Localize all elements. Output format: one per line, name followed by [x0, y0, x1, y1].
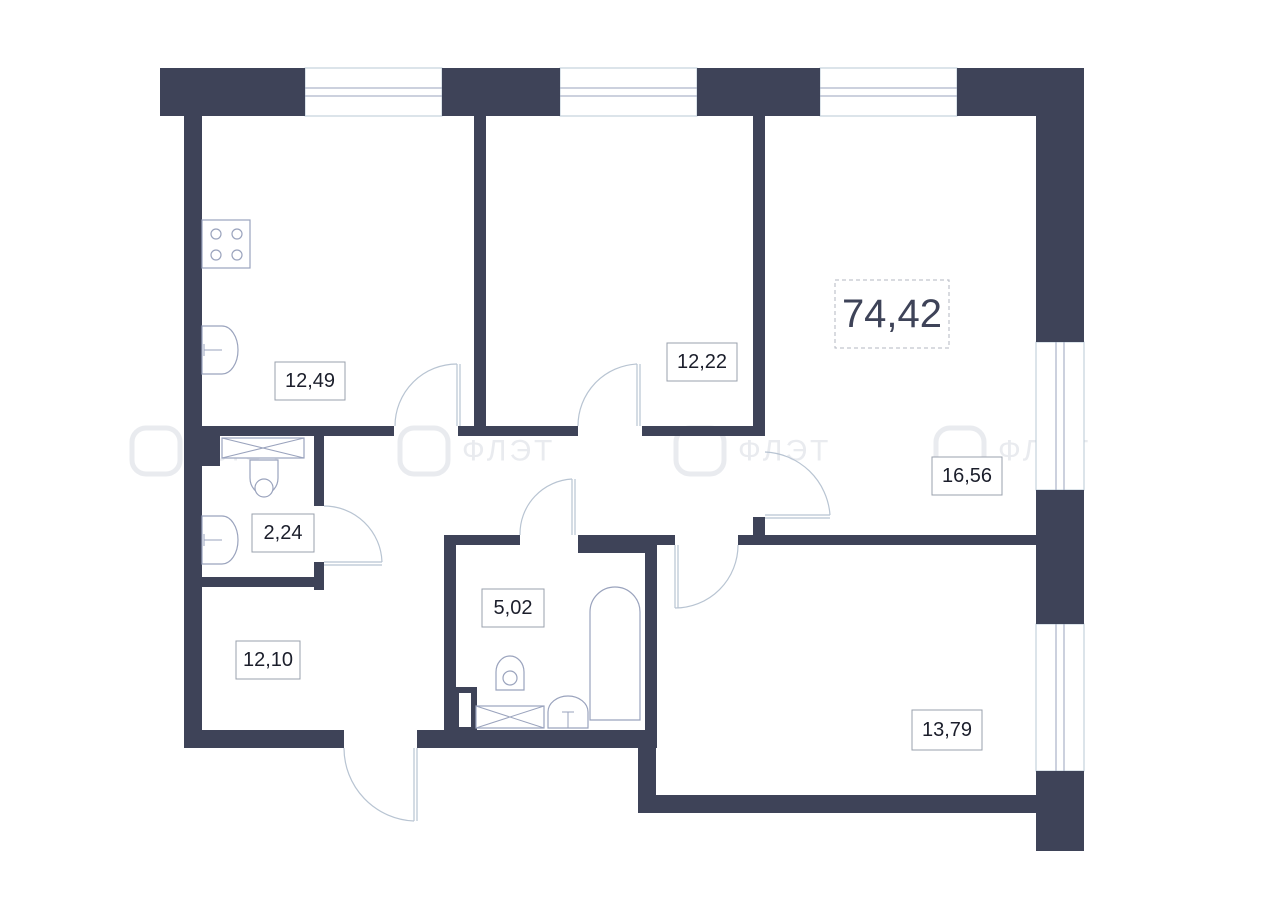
- window-bedroom-right: [1035, 623, 1085, 772]
- watermark-2: ФЛЭТ: [397, 425, 555, 477]
- room-label-toilet: 2,24: [251, 513, 315, 553]
- window-living-right: [1035, 341, 1085, 491]
- svg-text:13,79: 13,79: [922, 719, 972, 741]
- doors: [323, 363, 831, 822]
- toilet-sink-icon: [201, 515, 239, 565]
- svg-text:2,24: 2,24: [264, 522, 303, 544]
- bathroom-sink-icon: [547, 695, 589, 729]
- bathtub-icon: [589, 586, 641, 721]
- door-living: [764, 451, 831, 519]
- window-kitchen: [304, 67, 443, 117]
- door-bedroom-middle: [577, 363, 641, 427]
- svg-text:12,49: 12,49: [285, 370, 335, 392]
- svg-text:74,42: 74,42: [842, 292, 942, 336]
- svg-text:16,56: 16,56: [942, 465, 992, 487]
- door-kitchen: [394, 363, 461, 427]
- room-label-bedroom-right: 13,79: [911, 709, 983, 751]
- windows: [304, 67, 1085, 772]
- fixtures: [201, 219, 641, 729]
- total-area: 74,42: [834, 279, 950, 349]
- svg-text:ФЛЭТ: ФЛЭТ: [738, 435, 831, 468]
- svg-text:12,10: 12,10: [243, 649, 293, 671]
- svg-text:ФЛЭТ: ФЛЭТ: [462, 435, 555, 468]
- door-bathroom: [519, 478, 576, 536]
- toilet-shaft-vent-icon: [221, 437, 305, 459]
- toilet-bowl-icon: [249, 459, 279, 498]
- room-label-bedroom-middle: 12,22: [666, 342, 738, 382]
- room-label-kitchen: 12,49: [274, 361, 346, 401]
- stove-icon: [201, 219, 251, 269]
- svg-text:5,02: 5,02: [494, 597, 533, 619]
- room-label-living-room: 16,56: [931, 456, 1003, 496]
- window-living-top: [819, 67, 958, 117]
- door-bedroom-right: [674, 544, 739, 609]
- door-entrance: [343, 747, 418, 822]
- svg-text:12,22: 12,22: [677, 351, 727, 373]
- bathroom-vent-icon: [475, 705, 545, 729]
- kitchen-sink-icon: [201, 325, 239, 375]
- door-toilet: [323, 505, 383, 566]
- room-label-bathroom: 5,02: [481, 588, 545, 628]
- room-label-hall: 12,10: [235, 640, 301, 680]
- bathroom-toilet-icon: [495, 655, 525, 691]
- window-bedroom-middle: [559, 67, 698, 117]
- walls: [160, 68, 1084, 851]
- watermark-3: ФЛЭТ: [673, 425, 831, 477]
